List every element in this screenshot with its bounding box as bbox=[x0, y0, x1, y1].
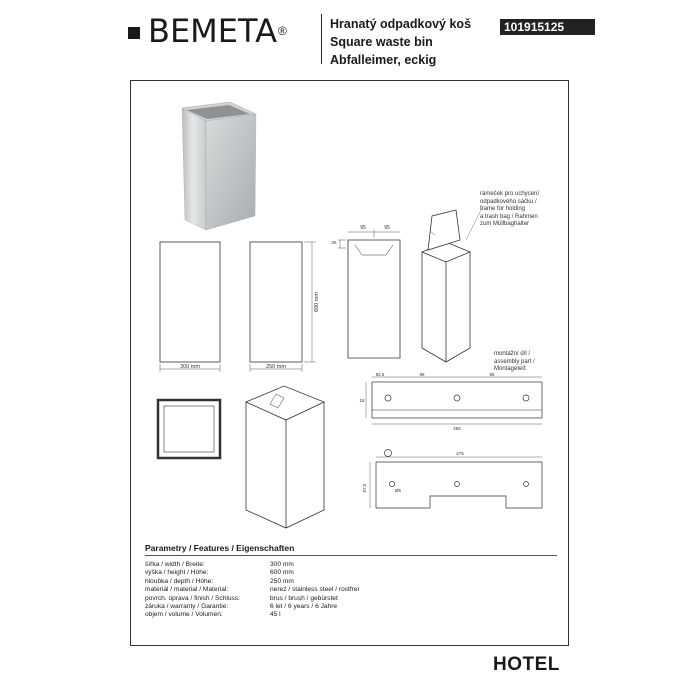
params-row: povrch. úprava / finish / Schluss:brus /… bbox=[145, 594, 338, 602]
side-total-dim: 275 bbox=[456, 451, 464, 456]
side-radius-dim: Ø5 bbox=[395, 488, 402, 493]
depth-dimension: 250 mm bbox=[266, 364, 286, 370]
params-row: hloubka / depth / Höhe:250 mm bbox=[145, 577, 294, 585]
product-photo bbox=[181, 101, 257, 231]
frame-width-dim-1: 95 bbox=[360, 225, 366, 231]
assembly-mid-dim-1: 95 bbox=[419, 372, 425, 377]
height-dimension: 600 mm bbox=[314, 292, 320, 312]
frame-top-dim: 25 bbox=[331, 240, 337, 245]
params-row: výška / height / Höhe:600 mm bbox=[145, 569, 294, 577]
side-view bbox=[249, 241, 316, 372]
technical-drawings: 300 mm 250 mm 600 mm 25 95 95 bbox=[156, 101, 543, 529]
front-view bbox=[159, 241, 221, 372]
params-row: záruka / warranty / Garantie:6 let / 6 y… bbox=[145, 603, 338, 611]
product-code: 101915125 bbox=[500, 19, 595, 35]
assembly-part-front bbox=[365, 376, 543, 425]
brand-name: BEMETA bbox=[148, 12, 277, 50]
technical-drawing-frame bbox=[130, 80, 569, 646]
title-german: Abfalleimer, eckig bbox=[330, 53, 437, 67]
params-table: šířka / width / Breite:300 mm výška / he… bbox=[145, 561, 359, 620]
brand-logo: BEMETA ® bbox=[128, 14, 287, 48]
assembly-height-dim: 18 bbox=[359, 398, 365, 403]
title-czech: Hranatý odpadkový koš bbox=[330, 17, 472, 31]
side-height-dim: 67,5 bbox=[362, 483, 367, 492]
params-row: materiál / material / Material:nerez / s… bbox=[145, 586, 360, 594]
product-titles: Hranatý odpadkový koš Square waste bin A… bbox=[330, 15, 471, 69]
title-english: Square waste bin bbox=[330, 35, 433, 49]
width-dimension: 300 mm bbox=[180, 364, 200, 370]
params-title: Parametry / Features / Eigenschaften bbox=[145, 543, 295, 553]
top-view bbox=[156, 398, 222, 460]
frame-width-dim-2: 95 bbox=[384, 225, 390, 231]
open-bin-isometric bbox=[420, 209, 472, 363]
frame-note: rámeček pro uchycení odpadkového sáčku /… bbox=[480, 191, 540, 227]
assembly-total-dim: 255 bbox=[453, 426, 461, 431]
assembly-mid-dim-2: 95 bbox=[489, 372, 495, 377]
assembly-part-side bbox=[369, 449, 543, 509]
assembly-note: montážní díl / assembly part / Montagete… bbox=[494, 351, 535, 372]
brand-square-icon bbox=[128, 27, 140, 39]
category-label: HOTEL bbox=[493, 654, 560, 675]
assembly-left-dim: 92,5 bbox=[376, 372, 385, 377]
params-row: šířka / width / Breite:300 mm bbox=[145, 561, 294, 568]
params-row: objem / volume / Volumen:45 l bbox=[145, 611, 281, 619]
frame-detail bbox=[338, 229, 401, 359]
brand-registered-mark: ® bbox=[277, 24, 287, 38]
closed-bin-isometric bbox=[244, 385, 325, 529]
header-divider bbox=[321, 14, 322, 64]
params-divider bbox=[145, 555, 557, 556]
